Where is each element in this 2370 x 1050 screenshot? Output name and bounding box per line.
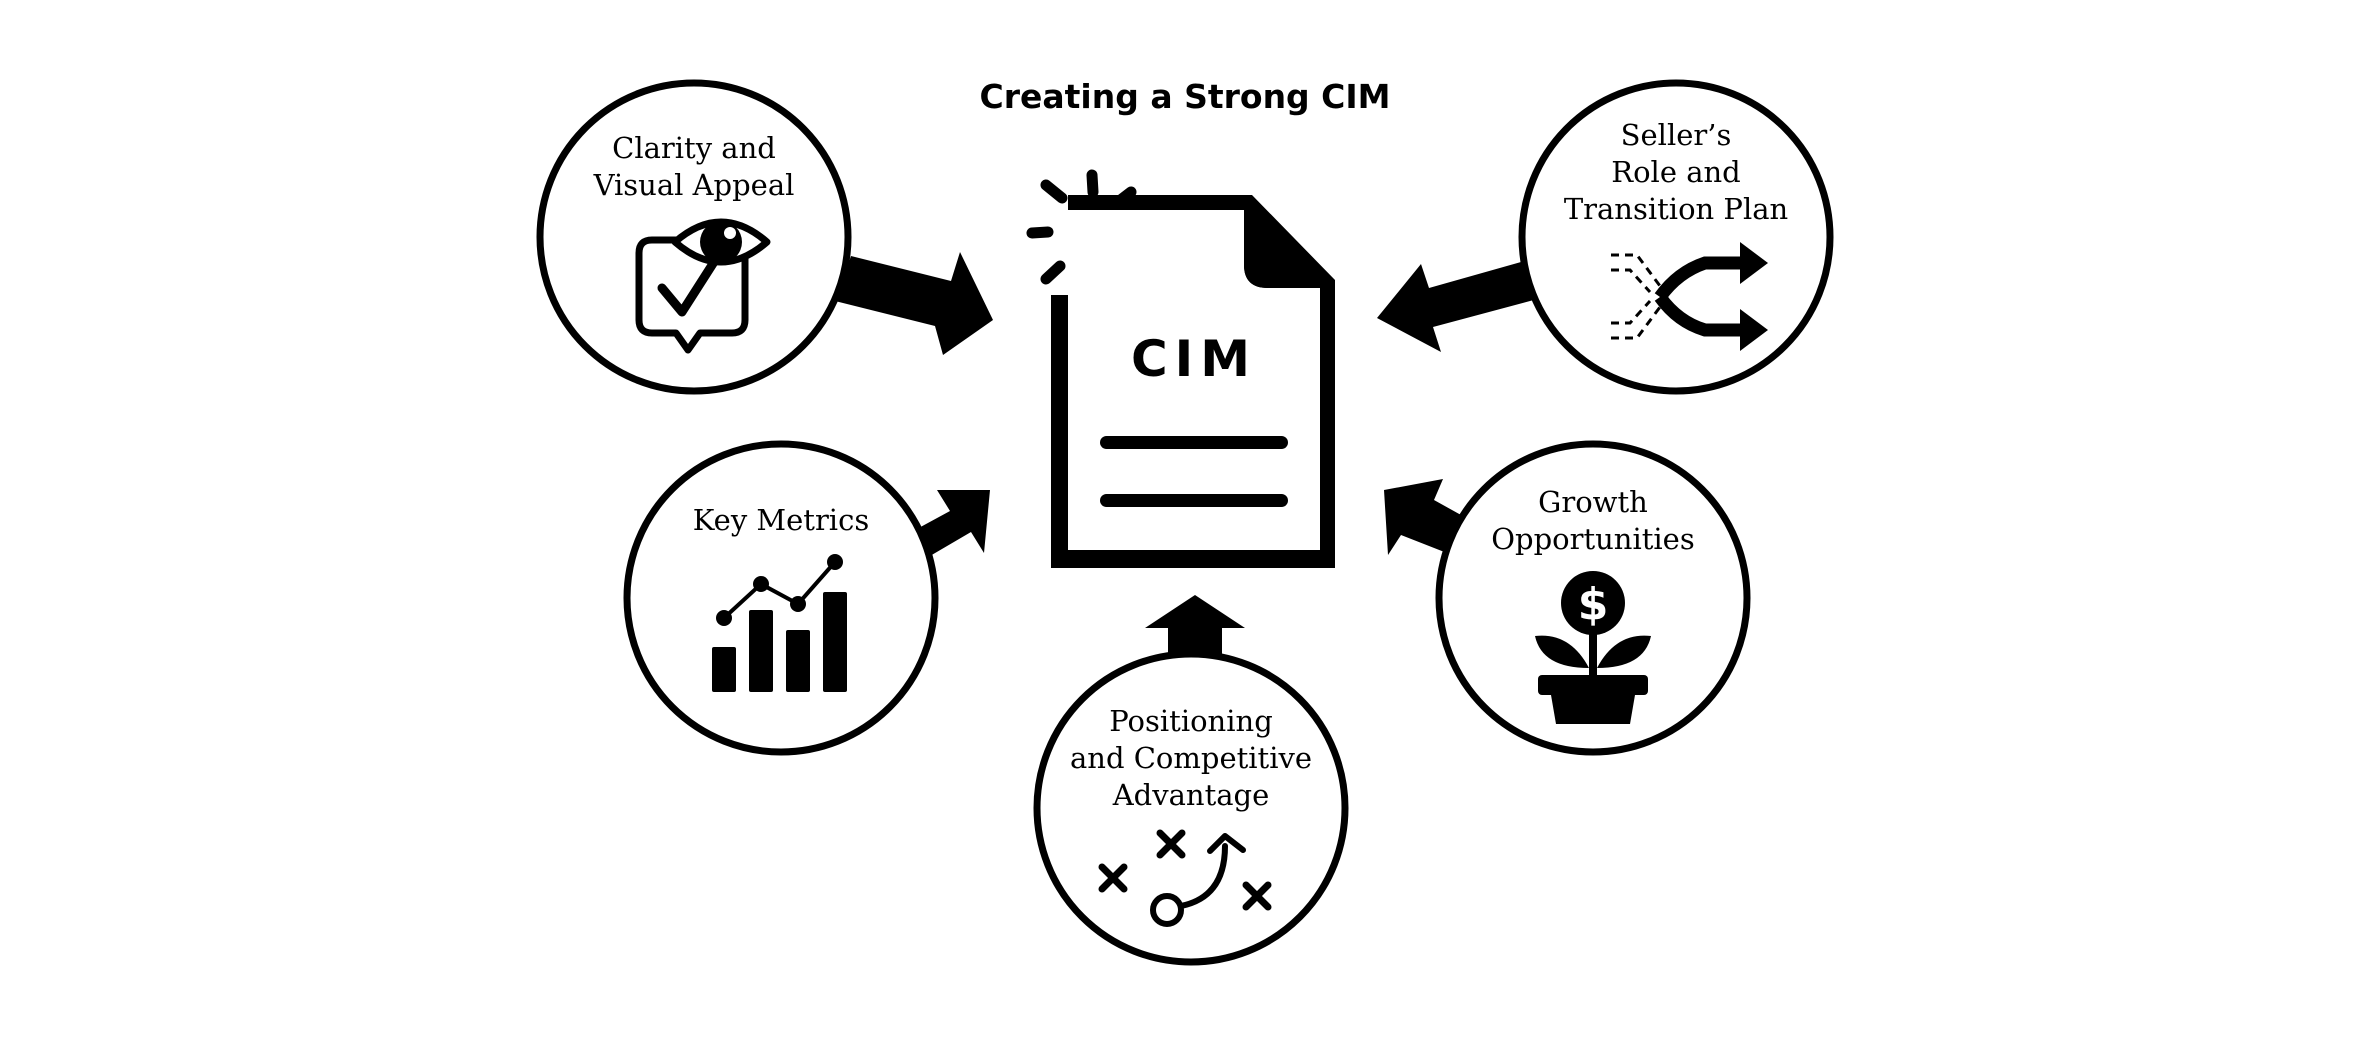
node-sellers-role-and-transition-plan: Seller’s Role and Transition Plan	[1518, 79, 1834, 395]
money-plant-icon: $	[1535, 571, 1651, 724]
node-label-line: Positioning	[1109, 704, 1273, 738]
node-label-line: and Competitive	[1070, 741, 1312, 775]
node-positioning-and-competitive-advantage: Positioning and Competitive Advantage	[1033, 650, 1349, 966]
bar-chart-icon	[712, 554, 847, 692]
arrow-metrics-to-cim	[915, 490, 990, 556]
sparkle-lines-icon	[1026, 169, 1137, 285]
node-label-line: Transition Plan	[1564, 192, 1788, 226]
document-icon	[1040, 195, 1335, 568]
node-clarity-and-visual-appeal: Clarity and Visual Appeal	[536, 79, 852, 395]
node-label-line: Growth	[1538, 485, 1648, 519]
eye-checkmark-icon	[635, 218, 771, 354]
node-label-line: Visual Appeal	[593, 168, 795, 202]
node-label-line: Clarity and	[612, 131, 776, 165]
dollar-sign: $	[1578, 579, 1609, 630]
node-label-line: Seller’s	[1621, 118, 1732, 152]
node-label-line: Opportunities	[1491, 522, 1694, 556]
node-label-line: Advantage	[1112, 778, 1270, 812]
cim-label: CIM	[1131, 330, 1257, 388]
diagram-title: Creating a Strong CIM	[979, 77, 1390, 116]
arrow-clarity-to-cim	[835, 252, 993, 355]
arrow-seller-to-cim	[1377, 258, 1545, 352]
node-growth-opportunities: Growth Opportunities $	[1435, 440, 1751, 756]
arrow-positioning-to-cim	[1145, 595, 1245, 658]
node-key-metrics: Key Metrics	[623, 440, 939, 756]
node-label-line: Key Metrics	[693, 503, 869, 537]
strategy-play-icon	[1098, 829, 1272, 927]
node-label-line: Role and	[1611, 155, 1740, 189]
crossing-arrows-icon	[1611, 242, 1768, 351]
